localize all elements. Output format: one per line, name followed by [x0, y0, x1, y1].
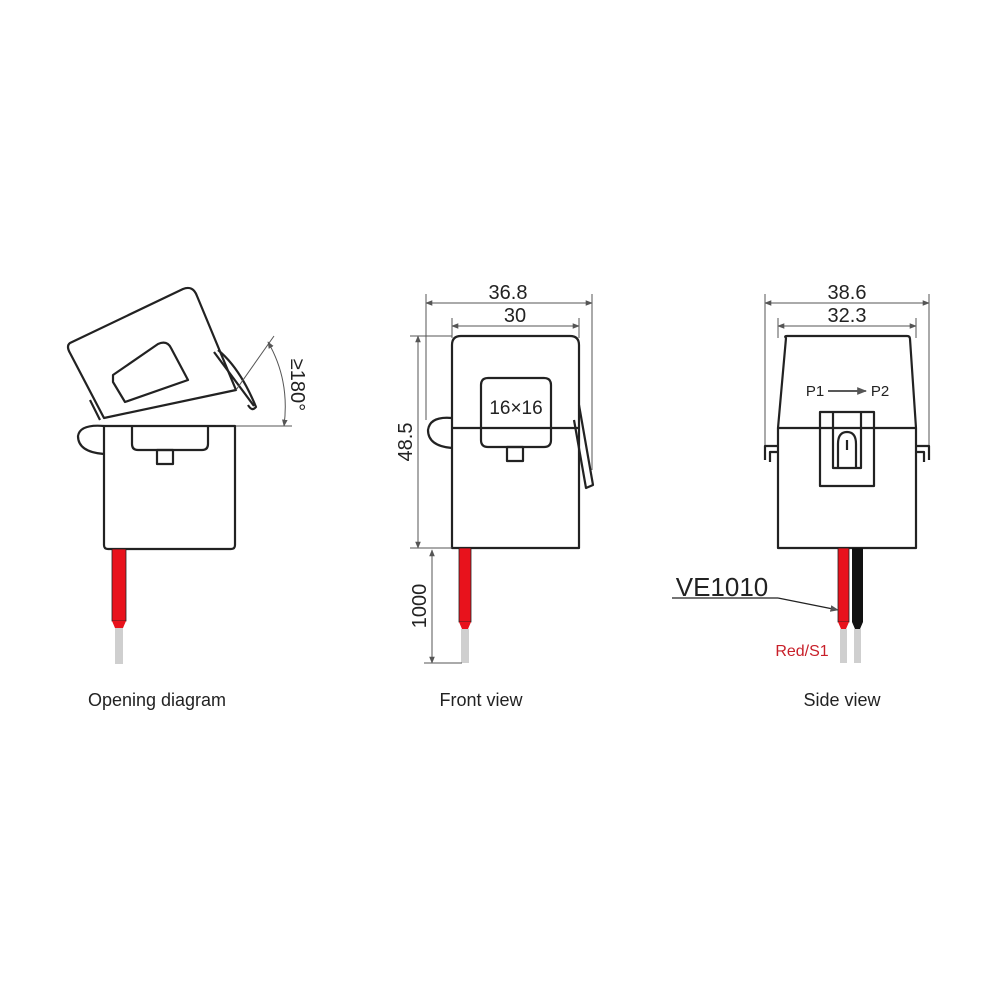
opening-diagram-caption: Opening diagram — [88, 690, 226, 710]
side-width-outer-label: 38.6 — [828, 282, 867, 304]
front-view-caption: Front view — [439, 690, 523, 710]
front-cable-length-dimension: 1000 — [409, 549, 462, 664]
side-wire-red — [837, 547, 850, 663]
side-width-inner-label: 32.3 — [828, 305, 867, 327]
side-p2-label: P2 — [871, 383, 889, 400]
opening-angle-label: ≥180° — [286, 359, 308, 411]
side-view-caption: Side view — [803, 690, 881, 710]
side-p1-label: P1 — [806, 383, 824, 400]
opening-body — [76, 424, 237, 551]
side-wire-black — [852, 548, 863, 663]
front-cable-length-label: 1000 — [409, 584, 431, 629]
opening-diagram: ≥180° Opening diagram — [66, 286, 308, 710]
front-width-outer-label: 36.8 — [489, 282, 528, 304]
side-view: 38.6 32.3 P1 P2 — [672, 282, 931, 710]
front-window-label: 16×16 — [489, 398, 542, 419]
side-width-inner-dimension: 32.3 — [777, 305, 917, 329]
side-wire-label: Red/S1 — [775, 643, 828, 660]
front-width-inner-label: 30 — [504, 305, 526, 327]
front-body: 16×16 — [426, 334, 595, 550]
side-width-outer-dimension: 38.6 — [764, 282, 930, 306]
front-view: 36.8 30 16×16 48.5 — [395, 282, 595, 710]
side-model-leader: VE1010 — [672, 572, 839, 612]
front-width-outer-dimension: 36.8 — [425, 282, 593, 306]
opening-angle-dimension: ≥180° — [235, 335, 308, 427]
opening-lid — [66, 286, 258, 421]
side-model-label: VE1010 — [676, 572, 769, 602]
side-body: P1 P2 — [763, 334, 931, 550]
opening-wire — [111, 548, 127, 664]
front-height-label: 48.5 — [395, 423, 417, 462]
front-width-inner-dimension: 30 — [451, 305, 580, 329]
front-wire — [458, 547, 472, 663]
front-height-dimension: 48.5 — [395, 335, 452, 549]
